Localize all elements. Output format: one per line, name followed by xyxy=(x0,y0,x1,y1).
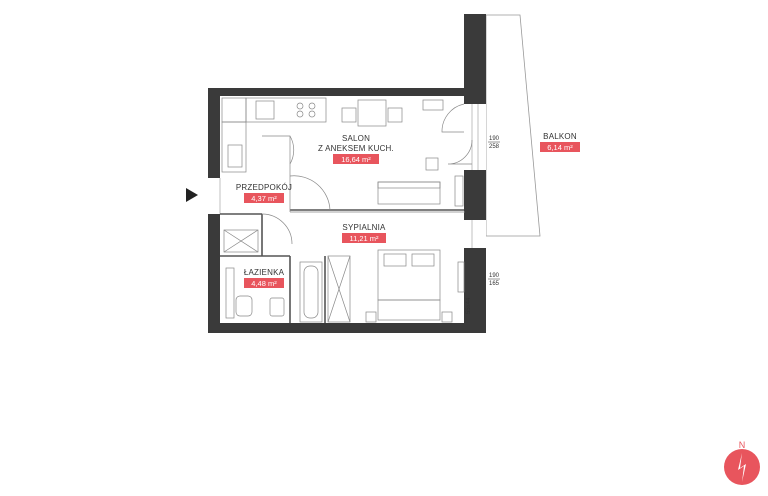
przedpokoj-area: 4,37 m² xyxy=(251,194,277,203)
bed xyxy=(365,249,465,323)
interior-walls xyxy=(220,209,464,323)
balcony-outline xyxy=(485,14,541,237)
window-upper-dim-bottom: 258 xyxy=(489,144,500,150)
window-lower-dim-top: 190 xyxy=(489,273,500,279)
compass-north-label: N xyxy=(739,440,746,450)
balkon-area-badge xyxy=(540,142,580,152)
lazienka-label: ŁAZIENKA xyxy=(244,268,285,277)
hall-doors xyxy=(261,135,331,245)
balcony-door xyxy=(447,139,473,165)
window-lower xyxy=(464,220,486,248)
kitchen xyxy=(221,97,327,173)
entrance-gap xyxy=(207,178,221,214)
sypialnia-area-badge xyxy=(342,233,386,243)
window-upper xyxy=(464,104,486,170)
salon-label-2: Z ANEKSEM KUCH. xyxy=(318,144,394,153)
walls xyxy=(208,14,486,333)
balkon-area: 6,14 m² xyxy=(547,143,573,152)
lazienka-area: 4,48 m² xyxy=(251,279,277,288)
compass-needle-icon xyxy=(738,453,746,482)
window-lower-dim-bottom: 165 xyxy=(489,281,500,287)
sypialnia-label: SYPIALNIA xyxy=(342,223,386,232)
salon-area-badge xyxy=(333,154,379,164)
lazienka-area-badge xyxy=(244,278,284,288)
przedpokoj-label: PRZEDPOKÓJ xyxy=(236,183,292,192)
wardrobe xyxy=(327,255,351,323)
salon-label-1: SALON xyxy=(342,134,370,143)
balkon-label: BALKON xyxy=(543,132,577,141)
small-window-dim: 55x44 xyxy=(466,297,472,314)
living-furniture xyxy=(341,99,465,207)
bathroom-fixtures xyxy=(223,229,323,323)
sypialnia-area: 11,21 m² xyxy=(349,234,379,243)
salon-area: 16,64 m² xyxy=(341,155,371,164)
window-upper-dim-top: 190 xyxy=(489,136,500,142)
entrance-arrow-icon xyxy=(186,188,198,202)
przedpokoj-area-badge xyxy=(244,193,284,203)
